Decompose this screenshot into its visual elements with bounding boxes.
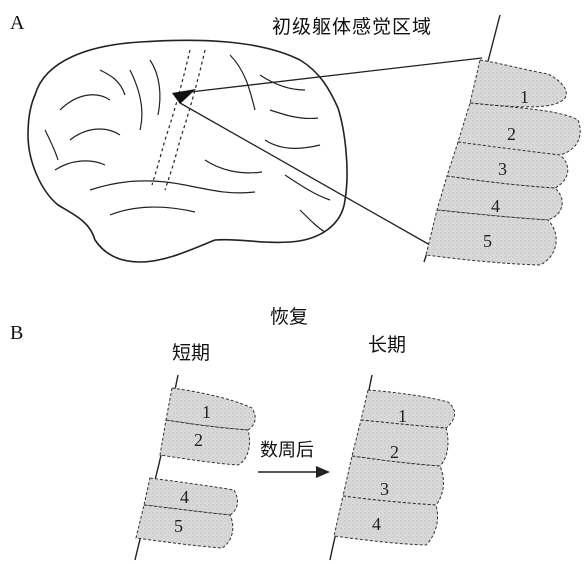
region-a-label-2: 2 xyxy=(507,124,516,144)
region-a-label-4: 4 xyxy=(491,196,500,216)
arrow-label: 数周后 xyxy=(260,436,314,462)
panel-a-title: 初级躯体感觉区域 xyxy=(272,12,432,39)
region-a-label-1: 1 xyxy=(520,87,529,107)
region-short-label-5: 5 xyxy=(174,516,183,536)
recovery-title: 恢复 xyxy=(270,302,308,329)
region-long-label-3: 3 xyxy=(380,479,389,499)
time-arrow-head xyxy=(316,466,330,478)
region-a-label-5: 5 xyxy=(483,231,492,251)
region-long-label-2: 2 xyxy=(390,442,399,462)
region-a-label-3: 3 xyxy=(498,159,507,179)
region-long-label-4: 4 xyxy=(372,514,381,534)
panel-b-letter: B xyxy=(10,322,23,345)
region-short-label-1: 1 xyxy=(202,402,211,422)
region-stack-long xyxy=(334,390,455,545)
region-long-label-1: 1 xyxy=(398,406,407,426)
region-short-label-2: 2 xyxy=(194,430,203,450)
region-stack-short xyxy=(136,388,255,548)
short-term-label: 短期 xyxy=(172,338,210,365)
brain-outline xyxy=(28,40,347,262)
long-term-label: 长期 xyxy=(368,330,406,357)
region-short-label-4: 4 xyxy=(180,487,189,507)
panel-a-letter: A xyxy=(10,12,24,35)
